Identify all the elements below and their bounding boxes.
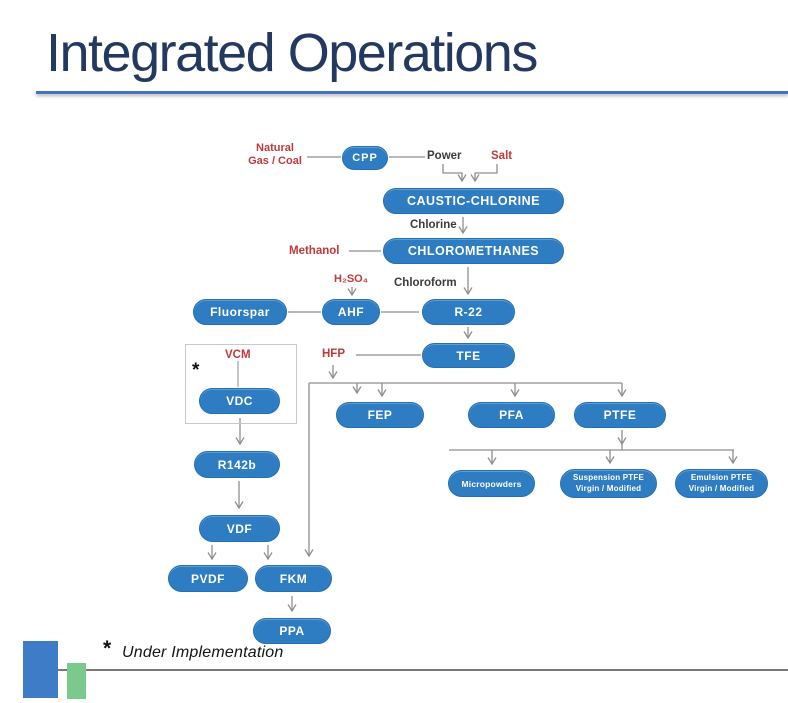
deco-green-bar (67, 663, 86, 699)
label-h2so4: H₂SO₄ (334, 273, 368, 285)
footnote-text: Under Implementation (122, 644, 284, 661)
node-chloromethanes: CHLOROMETHANES (383, 238, 564, 264)
label-hfp: HFP (322, 348, 345, 360)
label-chloroform: Chloroform (394, 277, 457, 289)
node-cpp: CPP (342, 146, 388, 170)
label-power: Power (427, 150, 462, 162)
node-fluorspar: Fluorspar (193, 299, 287, 325)
node-ahf: AHF (322, 299, 380, 325)
vcm-box-asterisk: * (192, 360, 200, 381)
node-r142b: R142b (194, 451, 280, 478)
node-pvdf: PVDF (168, 565, 248, 592)
node-micropowders: Micropowders (448, 470, 535, 497)
node-ppa: PPA (253, 618, 331, 644)
node-caustic-chlorine: CAUSTIC-CHLORINE (383, 188, 564, 214)
node-emulsion-ptfe: Emulsion PTFE Virgin / Modified (675, 469, 768, 498)
label-methanol: Methanol (289, 245, 340, 257)
node-vdc: VDC (199, 388, 280, 414)
node-vdf: VDF (199, 515, 280, 542)
node-r22: R-22 (422, 299, 515, 325)
label-chlorine: Chlorine (410, 219, 457, 231)
node-suspension-ptfe: Suspension PTFE Virgin / Modified (560, 469, 657, 498)
node-tfe: TFE (422, 343, 515, 368)
footnote-asterisk: * (103, 637, 112, 660)
label-salt: Salt (491, 150, 513, 162)
node-ptfe: PTFE (574, 402, 666, 428)
deco-blue-bar (23, 641, 58, 698)
label-natural-gas-coal: Natural Gas / Coal (248, 142, 302, 167)
node-pfa: PFA (468, 402, 555, 428)
node-fep: FEP (336, 402, 424, 428)
label-vcm: VCM (225, 349, 251, 361)
under-implementation-box (185, 344, 297, 424)
title-underline (36, 91, 788, 94)
footer-divider (58, 669, 788, 671)
node-fkm: FKM (255, 565, 332, 592)
page-title: Integrated Operations (46, 23, 538, 83)
